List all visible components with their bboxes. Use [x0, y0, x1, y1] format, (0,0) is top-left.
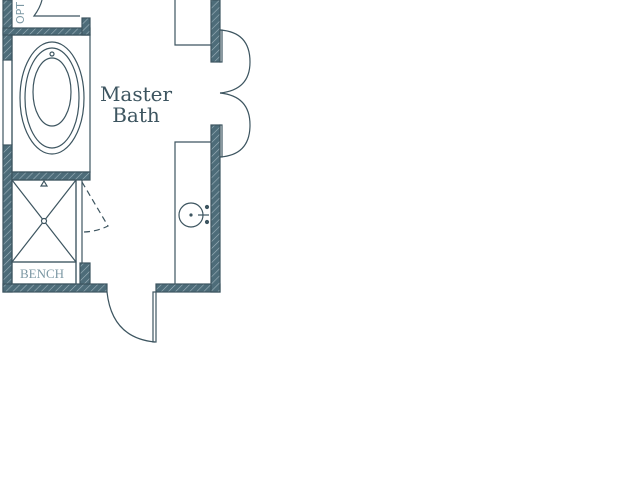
bathtub — [11, 34, 91, 173]
room-name-line2: Bath — [112, 103, 160, 127]
bench — [11, 261, 77, 285]
bench-label: BENCH — [20, 266, 64, 281]
vanity-counter — [174, 141, 211, 284]
optional-label: OPT — [14, 2, 27, 24]
upper-counter — [174, 0, 211, 46]
room-name-line1: Master — [100, 82, 173, 106]
shower — [11, 179, 109, 285]
sink — [178, 202, 210, 228]
entry-door[interactable] — [106, 291, 157, 343]
closet-door — [32, 0, 80, 17]
double-doors[interactable] — [219, 29, 251, 158]
